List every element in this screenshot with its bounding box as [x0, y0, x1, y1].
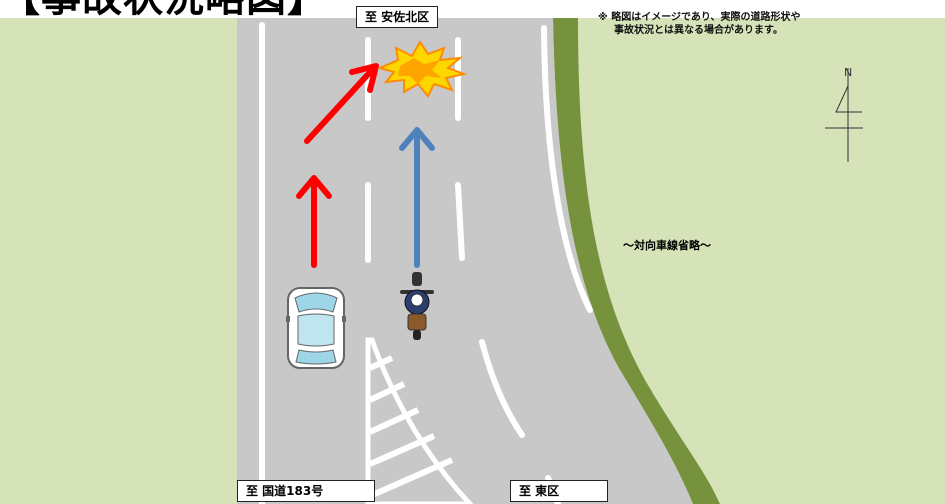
destination-label-higashi: 至 東区 [510, 480, 608, 502]
motorcycle-icon [400, 272, 434, 340]
collision-burst-icon [377, 40, 468, 98]
disclaimer-note: ※ 略図はイメージであり、実際の道路形状や 事故状況とは異なる場合があります。 [598, 11, 898, 37]
car-path-arrows [296, 63, 379, 268]
road-verge [553, 18, 720, 504]
motorcycle-path-arrow [399, 127, 435, 268]
disclaimer-line-1: ※ 略図はイメージであり、実際の道路形状や [598, 12, 801, 23]
north-compass-icon [825, 68, 863, 162]
opposite-lane-omitted-label: ～対向車線省略～ [623, 239, 711, 252]
page-title: 【事故状況略図】 [0, 0, 328, 18]
destination-label-north: 至 安佐北区 [356, 6, 439, 28]
disclaimer-line-2: 事故状況とは異なる場合があります。 [614, 25, 783, 36]
zebra-zone [365, 337, 474, 504]
road-surface [237, 18, 693, 504]
car-icon [286, 287, 346, 369]
compass-north-letter: N [844, 66, 853, 79]
destination-label-route183: 至 国道183号 [237, 480, 375, 502]
